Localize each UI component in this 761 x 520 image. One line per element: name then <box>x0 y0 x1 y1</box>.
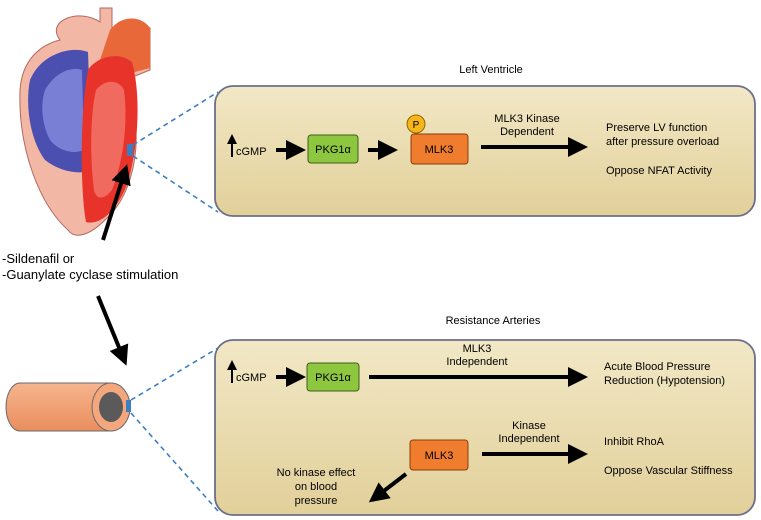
heart-icon <box>19 7 151 236</box>
ra-title: Resistance Arteries <box>446 315 541 327</box>
lv-outcome-1a: Preserve LV function <box>606 122 707 134</box>
ra-connector-top <box>130 347 219 401</box>
ra-outcome-1: Inhibit RhoA <box>604 436 665 448</box>
lv-cgmp-label: cGMP <box>236 146 267 158</box>
ra-kinase-label-2: Independent <box>498 433 559 445</box>
ra-connector-bottom <box>130 412 219 512</box>
lv-mlk3-node: MLK3 <box>410 133 469 165</box>
lv-connector-top <box>132 91 219 146</box>
lv-title: Left Ventricle <box>459 64 523 76</box>
phospho-badge: P <box>406 114 426 134</box>
ra-pkg-label: PKG1α <box>315 372 351 384</box>
lv-arrow-label-2: Dependent <box>500 126 554 138</box>
ra-top-outcome-2: Reduction (Hypotension) <box>604 375 725 387</box>
ra-outcome-2: Oppose Vascular Stiffness <box>604 465 733 477</box>
artery-icon <box>5 382 131 432</box>
ra-cgmp-label: cGMP <box>236 372 267 384</box>
ra-top-outcome-1: Acute Blood Pressure <box>604 361 710 373</box>
lv-outcome-2: Oppose NFAT Activity <box>606 165 712 177</box>
ra-mlk3-label: MLK3 <box>425 450 454 462</box>
arrow-to-heart <box>101 164 131 241</box>
stimulus-line-1: -Sildenafil or <box>2 251 75 266</box>
ra-pkg-node: PKG1α <box>306 362 360 392</box>
lv-pkg-label: PKG1α <box>315 144 351 156</box>
lv-arrow-label-1: MLK3 Kinase <box>494 113 559 125</box>
ra-top-label-1: MLK3 <box>463 343 492 355</box>
lv-mlk3-label: MLK3 <box>425 144 454 156</box>
ra-no-effect-1: No kinase effect <box>277 467 356 479</box>
ra-arrow-mlk3-no-effect <box>368 472 408 503</box>
phospho-label: P <box>413 120 420 131</box>
lv-outcome-1b: after pressure overload <box>606 136 719 148</box>
ra-no-effect-3: pressure <box>295 495 338 507</box>
arrow-to-vessel <box>96 295 129 366</box>
lv-panel <box>214 85 756 217</box>
lv-pkg-node: PKG1α <box>307 134 359 164</box>
ra-top-label-2: Independent <box>446 356 507 368</box>
ra-mlk3-node: MLK3 <box>409 439 469 471</box>
lv-connector-bottom <box>132 155 219 213</box>
ra-kinase-label-1: Kinase <box>512 420 546 432</box>
ra-no-effect-2: on blood <box>295 481 337 493</box>
stimulus-line-2: -Guanylate cyclase stimulation <box>2 267 178 282</box>
